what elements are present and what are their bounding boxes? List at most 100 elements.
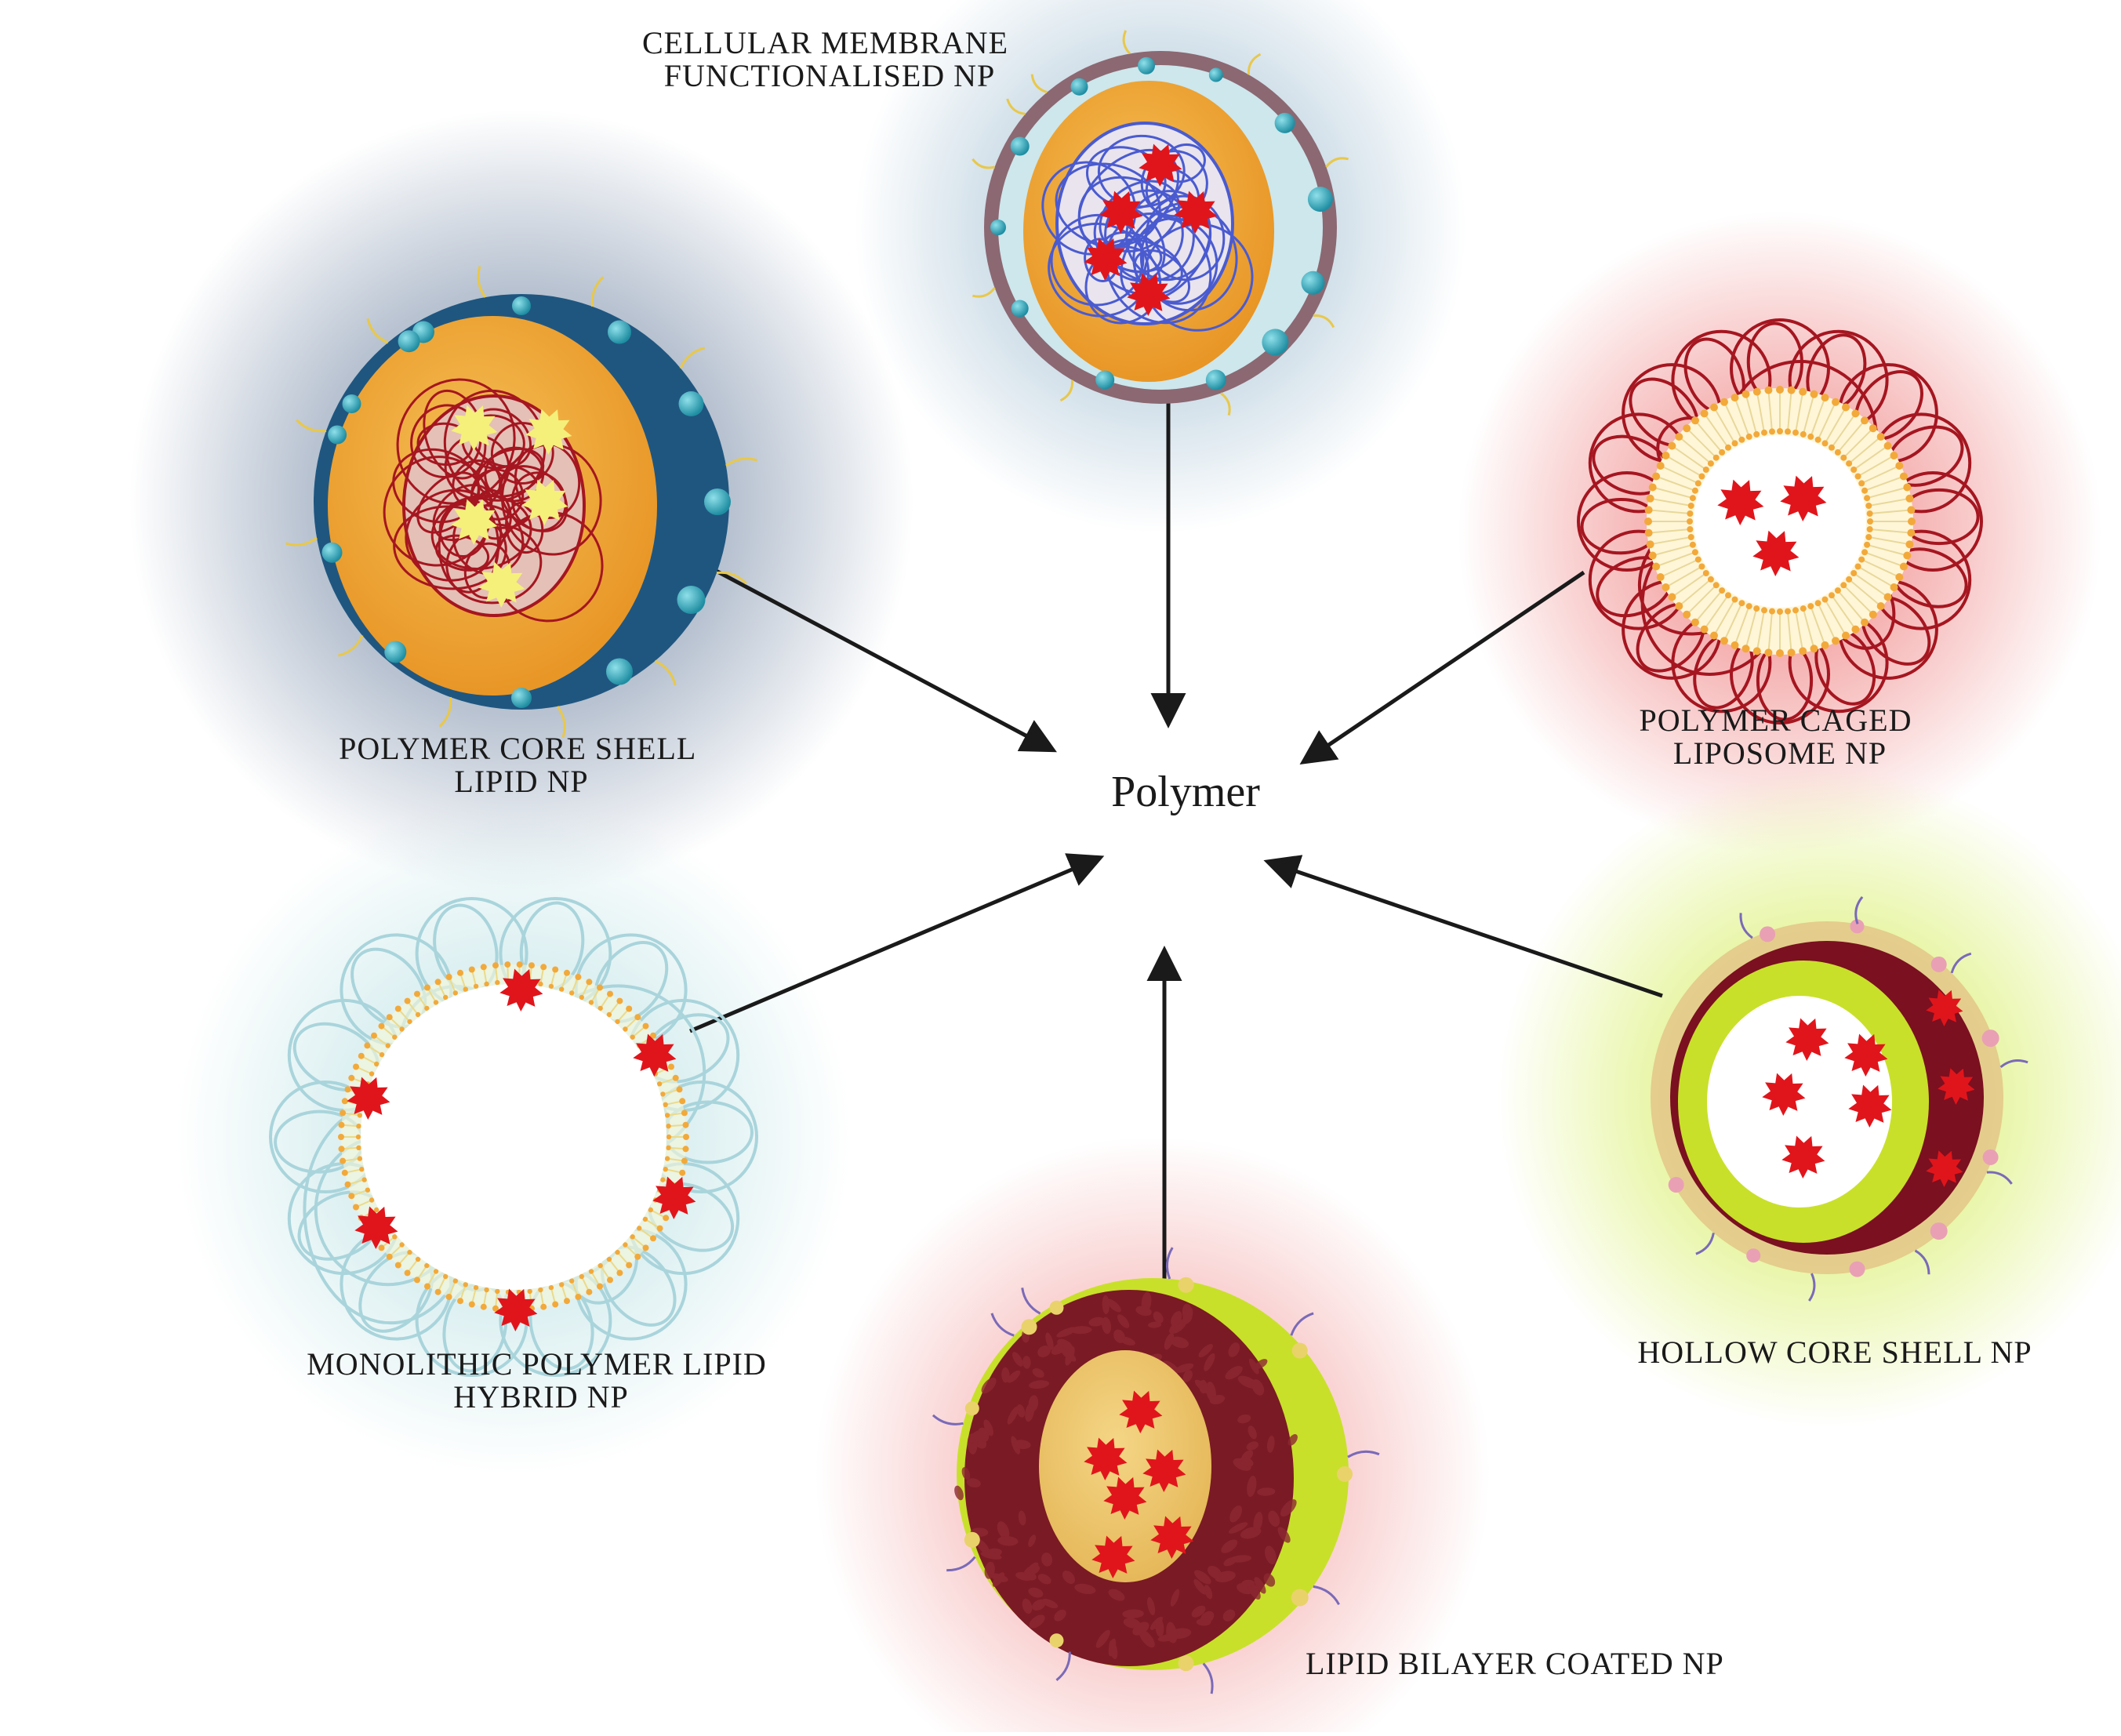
caged-label: POLYMER CAGED LIPOSOME NP [1640,703,1921,771]
lipid-head [1656,462,1665,470]
lipid-head [1854,563,1861,570]
lipid-head [597,1262,603,1269]
texture-speck [1022,1356,1031,1369]
protein-bead [678,391,704,416]
drug-molecule-icon [1142,1449,1186,1492]
arrow-caged [1299,570,1585,765]
texture-speck [1113,1329,1125,1343]
ligand-tail [1055,1651,1071,1681]
ligand-tail [946,1556,976,1572]
lipid-head [1731,641,1739,649]
drug-molecule-icon [494,1288,538,1331]
hollow-nanoparticle [1651,895,2028,1302]
texture-speck [1012,1352,1023,1367]
polymer-strand [435,534,490,572]
texture-speck [1013,1440,1031,1450]
drug-molecule-icon [1119,1390,1163,1433]
lipid-head [1687,518,1693,525]
bilayer-nanoparticle [932,1247,1380,1694]
lipid-head [642,1022,649,1030]
monolithic-label-line-1: MONOLITHIC POLYMER LIPID [307,1346,767,1382]
lipid-head [1648,551,1657,560]
lipid-head [1698,563,1705,570]
texture-speck [1028,1534,1037,1547]
texture-speck [1153,1311,1164,1324]
lipid-head [1861,487,1869,494]
lipid-head [682,1121,689,1128]
lipid-head [463,1282,468,1287]
ligand-tail [725,457,757,467]
texture-speck [981,1377,997,1394]
protein-bead [1850,919,1865,934]
texture-speck [1248,1425,1257,1440]
lipid-head [1899,562,1908,571]
lipid-head [1777,608,1783,615]
lipid-tail [1665,565,1702,588]
texture-speck [1225,1366,1243,1380]
texture-speck [1147,1596,1156,1616]
lipid-head [660,1091,666,1097]
lipid-tail [1655,551,1696,568]
polymer-strand [1145,194,1226,281]
arrow-core-shell [681,550,1057,753]
cellular-label: CELLULAR MEMBRANE FUNCTIONALISED NP [642,25,1017,93]
lipid-head [1840,454,1847,461]
protein-bead [1849,1261,1865,1277]
lipid-head [358,1052,365,1059]
lipid-head [552,966,559,973]
lipid-head [1720,637,1728,645]
lipid-head [1840,582,1847,589]
lipid-head [1700,625,1709,634]
lipid-head [642,1244,649,1251]
lipid-head [1861,549,1869,556]
drug-molecule-icon [1127,273,1171,316]
drug-molecule-icon [1174,191,1218,234]
cargo-molecule-icon [521,479,568,525]
lipid-tail [1648,528,1691,534]
lipid-head [1648,483,1657,492]
lipid-head [1689,541,1696,548]
texture-speck [1170,1589,1180,1607]
ligand-tail [1021,1287,1041,1315]
protein-bead [1138,56,1155,74]
ligand-tail [1165,1247,1174,1280]
lipid-head [1858,556,1865,563]
lipid-tail [1660,558,1699,578]
lipid-head [1687,510,1694,517]
lipid-head [385,1043,390,1048]
lipid-head [1799,647,1807,656]
lipid-head [1698,473,1705,480]
arrow-hollow [1263,855,1663,998]
ligand-tail [1030,74,1048,94]
lipid-head [650,1032,656,1039]
texture-speck [1007,1370,1021,1383]
lipid-head [357,1113,363,1118]
lipid-head [634,1014,641,1021]
lipid-head [1687,526,1694,532]
lipid-tail [1756,610,1765,652]
lipid-head [672,1074,679,1081]
lipid-head [615,1249,620,1255]
lipid-head [379,1051,385,1058]
lipid-tail [1665,455,1702,478]
lipid-head [369,1071,375,1077]
lipid-head [1905,494,1914,503]
caged-label-line-2: LIPOSOME NP [1673,735,1887,771]
lipid-head [1829,444,1835,451]
lipid-head [1821,394,1829,402]
polymer-strand [494,511,604,623]
protein-bead [328,425,347,445]
polymer-strand [452,459,502,510]
drug-molecule-icon [1848,1084,1892,1128]
lipid-head [1741,645,1750,653]
lipid-head [353,1204,359,1211]
lipid-head [1769,428,1775,435]
lipid-head [1777,428,1783,434]
lipid-tail [1858,455,1894,478]
texture-speck [1229,1555,1252,1563]
ligand-tail [972,158,995,169]
protein-bead [1262,329,1289,356]
protein-bead [1274,112,1295,133]
cargo-molecule-icon [451,499,498,545]
lipid-head [371,1032,377,1039]
